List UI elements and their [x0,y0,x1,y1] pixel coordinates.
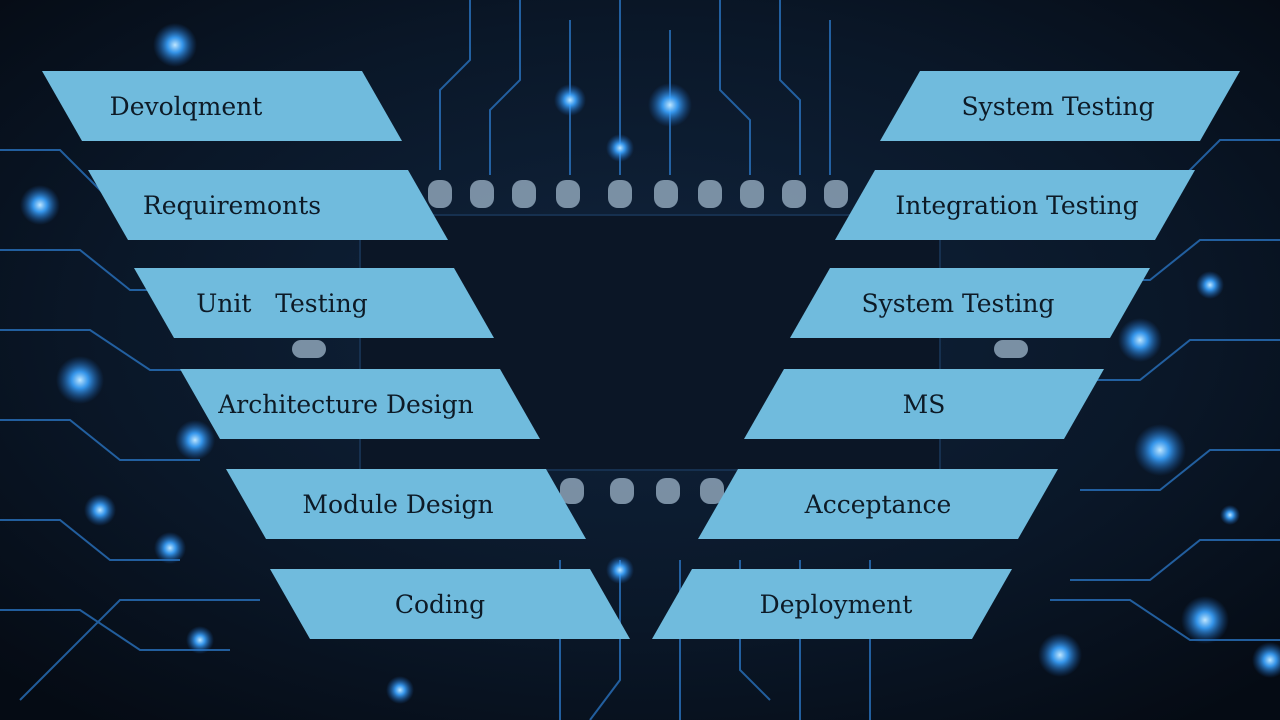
stage-right-3: System Testing [790,268,1150,338]
stage-left-1-label: Devolqment [109,91,263,121]
stage-left-4-label: Architecture Design [218,389,474,419]
stage-right-1-label: System Testing [961,91,1155,121]
stage-right-6-label: Deployment [759,589,913,619]
stage-right-6: Deployment [652,569,1012,639]
stage-left-4: Architecture Design [180,369,540,439]
stage-right-2: Integration Testing [835,170,1195,240]
stage-right-4: MS [744,369,1104,439]
stage-right-5-label: Acceptance [804,489,952,519]
stage-right-5: Acceptance [698,469,1058,539]
stage-right-2-label: Integration Testing [895,190,1139,220]
glow-nodes [20,23,1280,704]
stage-left-2: Requiremonts [88,170,448,240]
stage-left-5-label: Module Design [302,489,494,519]
stage-right-1: System Testing [880,71,1240,141]
stage-left-5: Module Design [226,469,586,539]
stage-left-2-label: Requiremonts [142,190,322,220]
chip-pins [292,180,1028,504]
stage-left-3: Unit Testing [134,268,494,338]
stage-left-6-label: Coding [394,589,486,619]
stage-right-4-label: MS [902,389,946,419]
stage-left-3-label: Unit Testing [196,288,368,318]
stage-left-1: Devolqment [42,71,402,141]
stage-right-3-label: System Testing [861,288,1055,318]
stage-left-6: Coding [270,569,630,639]
